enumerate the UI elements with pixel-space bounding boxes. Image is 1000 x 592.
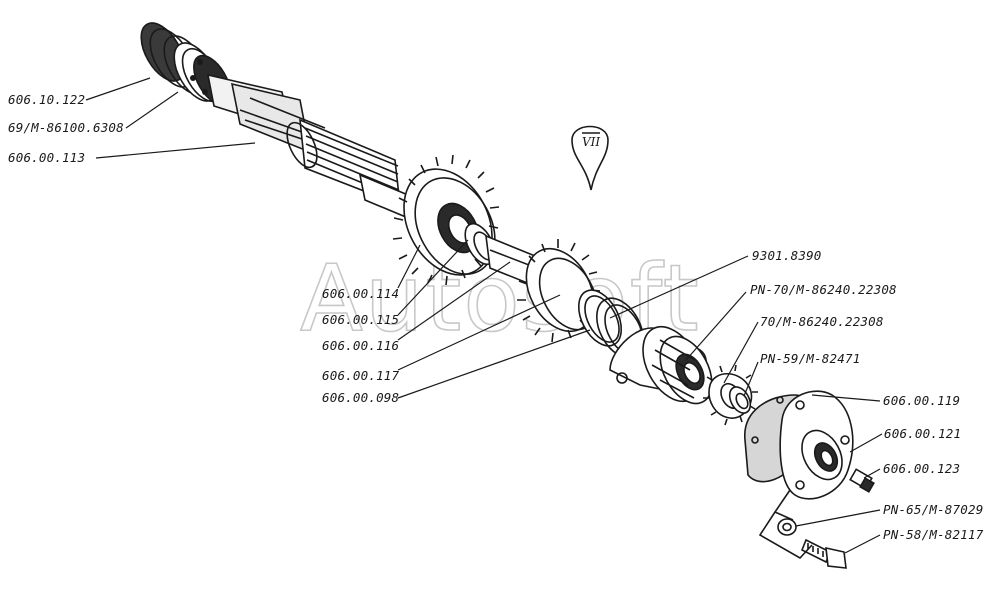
section-marker: VII [571, 125, 609, 191]
part-label-pn-58-m-82117: PN-58/M-82117 [883, 527, 984, 542]
part-label-9301-8390: 9301.8390 [752, 248, 822, 263]
part-label-606-00-121: 606.00.121 [884, 426, 961, 441]
part-label-69-m-86100-6308: 69/M-86100.6308 [8, 120, 124, 135]
end-cover [779, 390, 854, 500]
part-label-pn-65-m-87029: PN-65/M-87029 [883, 502, 983, 517]
part-label-606-10-122: 606.10.122 [8, 92, 85, 107]
part-label-606-00-114: 606.00.114 [322, 286, 399, 301]
part-label-606-00-115: 606.00.115 [322, 312, 399, 327]
part-label-606-00-116: 606.00.116 [322, 338, 399, 353]
part-label-606-00-123: 606.00.123 [883, 461, 960, 476]
section-marker-label: VII [582, 135, 600, 149]
part-label-70-m-86240: 70/M-86240.22308 [760, 314, 884, 329]
part-labels: 606.10.122 69/M-86100.6308 606.00.113 60… [8, 92, 984, 542]
shaft-assembly [140, 22, 875, 569]
bolt [800, 538, 847, 569]
part-label-606-00-113: 606.00.113 [8, 150, 85, 165]
part-label-606-00-119: 606.00.119 [883, 393, 960, 408]
part-label-pn-59-m-82471: PN-59/M-82471 [760, 351, 860, 366]
part-label-606-00-098: 606.00.098 [322, 390, 399, 405]
part-label-pn-70-m-86240: PN-70/M-86240.22308 [750, 282, 897, 297]
part-label-606-00-117: 606.00.117 [322, 368, 400, 383]
leader-lines [85, 77, 883, 554]
roller-bearing [642, 325, 713, 405]
plug [849, 468, 875, 493]
